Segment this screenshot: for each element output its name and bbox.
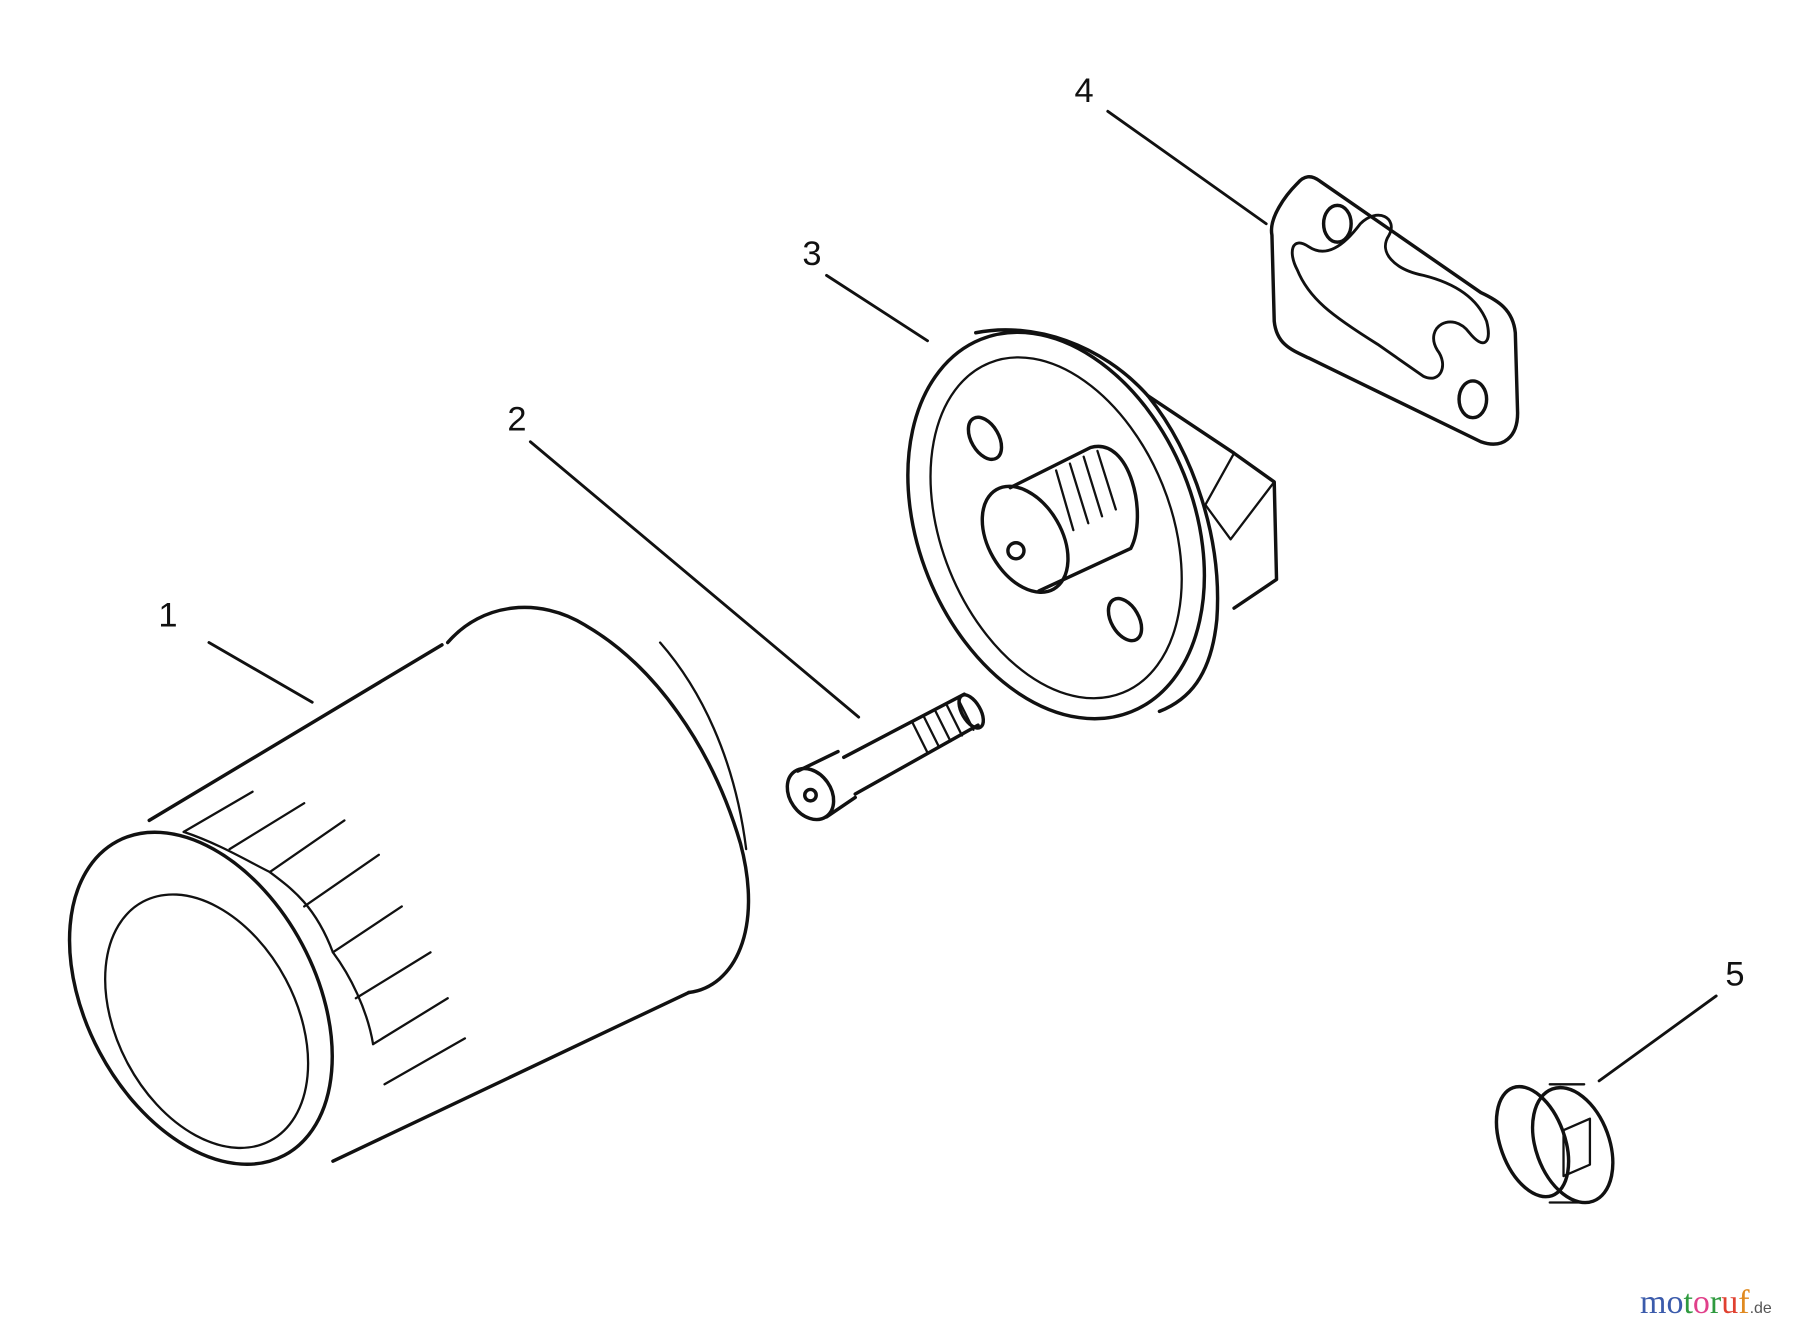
leader-line-2 bbox=[528, 440, 861, 719]
gasket-part-4 bbox=[1269, 175, 1520, 446]
watermark-letter: r bbox=[1709, 1284, 1722, 1321]
callout-2: 2 bbox=[507, 400, 526, 438]
leader-line-1 bbox=[207, 641, 314, 704]
leader-lines bbox=[207, 109, 1718, 1083]
callout-3: 3 bbox=[802, 235, 821, 273]
plug-part-5 bbox=[1494, 1083, 1615, 1205]
watermark-letter: o bbox=[1692, 1284, 1710, 1321]
watermark-letter: m bbox=[1640, 1284, 1667, 1321]
oil-filter-part-1 bbox=[67, 605, 751, 1166]
bolt-part-2 bbox=[785, 692, 986, 822]
watermark-letter: u bbox=[1721, 1284, 1739, 1321]
watermark-logo: motoruf.de bbox=[1640, 1284, 1772, 1321]
callout-4: 4 bbox=[1074, 72, 1093, 110]
filter-adapter-part-3 bbox=[906, 328, 1279, 721]
watermark-letter: f bbox=[1738, 1284, 1750, 1321]
leader-line-4 bbox=[1106, 109, 1268, 226]
leader-line-3 bbox=[825, 273, 929, 343]
watermark-letter: t bbox=[1683, 1284, 1693, 1321]
callout-5: 5 bbox=[1725, 956, 1744, 994]
leader-line-5 bbox=[1597, 994, 1718, 1083]
watermark-letter: o bbox=[1666, 1284, 1684, 1321]
callout-1: 1 bbox=[158, 596, 177, 634]
